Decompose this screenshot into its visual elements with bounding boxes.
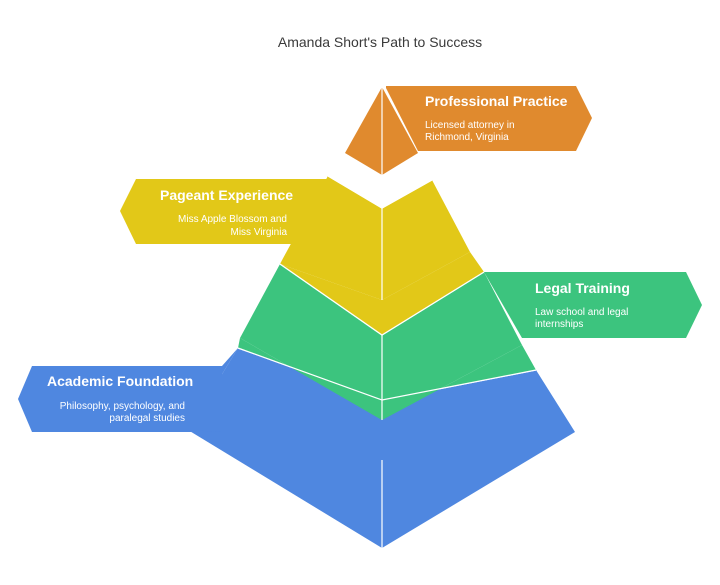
tier-pageant-experience-bottom-band — [280, 252, 484, 335]
tier-professional-practice — [327, 87, 433, 209]
tier-pageant-experience-left-face — [280, 176, 382, 300]
label-academic-foundation-connector — [188, 348, 238, 432]
label-academic-foundation: Academic Foundation Philosophy, psycholo… — [18, 348, 238, 432]
label-pageant-experience-desc-line-1: Miss Apple Blossom and — [178, 214, 287, 225]
label-legal-training-desc-line-2: internships — [535, 319, 583, 330]
label-pageant-experience-desc-line-2: Miss Virginia — [231, 227, 288, 238]
tier-pageant-experience-right-face — [382, 180, 470, 300]
tier-legal-training-right-face — [382, 272, 522, 420]
label-legal-training-desc-line-1: Law school and legal — [535, 307, 628, 318]
label-pageant-experience: Pageant Experience Miss Apple Blossom an… — [120, 176, 328, 264]
tier-pageant-experience-bottom-edge — [279, 263, 485, 336]
label-professional-practice-desc-line-2: Richmond, Virginia — [425, 132, 509, 143]
tier-legal-training-bottom-edge — [237, 347, 537, 401]
label-professional-practice-banner — [386, 86, 592, 151]
tier-professional-practice-right-face — [382, 87, 418, 175]
label-pageant-experience-banner — [120, 179, 328, 244]
diagram-title: Amanda Short's Path to Success — [278, 34, 482, 50]
label-pageant-experience-title: Pageant Experience — [160, 187, 293, 203]
label-academic-foundation-title: Academic Foundation — [47, 373, 193, 389]
tier-professional-practice-bottom-edge — [327, 175, 433, 209]
tier-academic-foundation-right-face — [382, 370, 575, 548]
label-professional-practice-desc-line-1: Licensed attorney in — [425, 120, 515, 131]
tier-legal-training — [237, 263, 537, 420]
label-academic-foundation-desc-line-2: paralegal studies — [109, 413, 185, 424]
tier-academic-foundation-left-face — [188, 348, 382, 548]
tier-professional-practice-left-face — [345, 87, 382, 175]
label-legal-training-title: Legal Training — [535, 280, 630, 296]
label-professional-practice-title: Professional Practice — [425, 93, 568, 109]
label-legal-training: Legal Training Law school and legal inte… — [484, 272, 702, 338]
tier-legal-training-left-face — [240, 264, 382, 420]
label-pageant-experience-connector — [280, 176, 328, 264]
label-academic-foundation-desc-line-1: Philosophy, psychology, and — [60, 401, 185, 412]
label-academic-foundation-banner — [18, 366, 222, 432]
label-professional-practice: Professional Practice Licensed attorney … — [386, 86, 592, 151]
tier-legal-training-front-band — [238, 338, 536, 420]
label-legal-training-banner — [484, 272, 702, 338]
